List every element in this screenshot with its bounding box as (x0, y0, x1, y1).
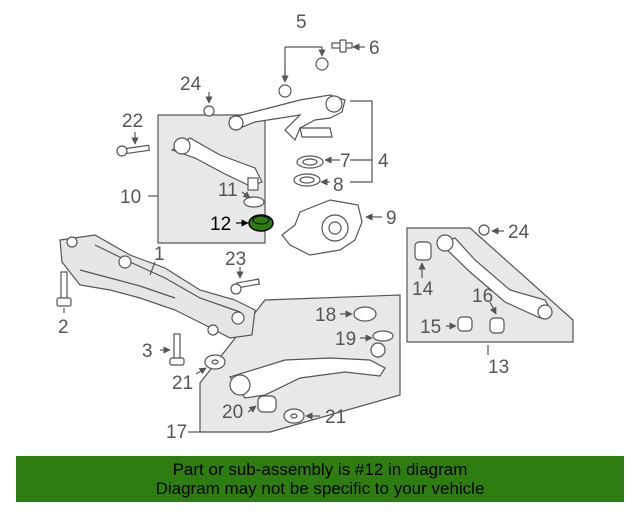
upper-link-part (170, 137, 263, 191)
callout-2: 2 (58, 317, 69, 338)
bolt-part-6 (331, 39, 353, 53)
callout-10: 10 (120, 187, 141, 208)
bushing-part-5a (278, 84, 292, 98)
nut-part-24b (478, 224, 490, 236)
subframe-part (59, 234, 256, 339)
highlighted-part-12 (248, 214, 274, 232)
callout-12: 12 (210, 214, 231, 235)
callout-21-right: 21 (325, 407, 346, 428)
callout-3: 3 (142, 341, 153, 362)
washer-part-7 (296, 155, 324, 169)
lower-control-arm-part (229, 342, 386, 399)
bolt-part-2 (56, 271, 72, 307)
nut-part-24a (203, 105, 215, 117)
washer-part-11 (243, 196, 265, 208)
callout-8: 8 (333, 175, 344, 196)
callout-24-top: 24 (180, 74, 202, 95)
banner-line-2: Diagram may not be specific to your vehi… (155, 479, 485, 498)
washer-part-19 (372, 330, 394, 342)
callout-14: 14 (412, 279, 434, 300)
callout-18: 18 (315, 305, 336, 326)
bushing-part-20 (257, 395, 277, 413)
callout-9: 9 (386, 208, 397, 229)
trailing-link-part (436, 234, 553, 320)
callout-5: 5 (296, 12, 307, 33)
callout-6: 6 (369, 38, 380, 59)
washer-part-21a (204, 354, 226, 370)
bolt-part-22 (116, 144, 150, 157)
washer-part-21b (283, 408, 305, 424)
bushing-part-14 (414, 241, 432, 261)
callout-4: 4 (378, 151, 389, 172)
callout-13: 13 (488, 357, 509, 378)
parts-diagram: 5 6 24 22 10 7 4 8 11 12 9 24 1 23 14 16… (56, 12, 574, 443)
callout-19: 19 (335, 329, 356, 350)
bushing-part-15 (457, 316, 473, 332)
bushing-part-18 (353, 306, 377, 322)
callout-20: 20 (222, 402, 243, 423)
callout-7: 7 (340, 151, 351, 172)
callout-23: 23 (225, 249, 246, 270)
knuckle-part (281, 199, 363, 256)
callout-11: 11 (218, 180, 238, 201)
callout-22: 22 (122, 111, 143, 132)
bolt-part-3 (169, 333, 185, 366)
info-banner: Part or sub-assembly is #12 in diagram D… (16, 456, 624, 502)
upper-control-arm-part (228, 94, 346, 142)
callout-21-left: 21 (172, 373, 193, 394)
bushing-part-16 (489, 317, 505, 334)
bolt-part-23 (230, 278, 261, 295)
banner-line-1: Part or sub-assembly is #12 in diagram (172, 460, 468, 479)
callout-16: 16 (472, 286, 493, 307)
bushing-part-5b (315, 57, 329, 71)
callout-1: 1 (154, 244, 165, 265)
washer-part-8 (293, 173, 321, 187)
callout-15: 15 (420, 317, 441, 338)
callout-24-right: 24 (508, 222, 530, 243)
callout-17: 17 (166, 422, 187, 443)
